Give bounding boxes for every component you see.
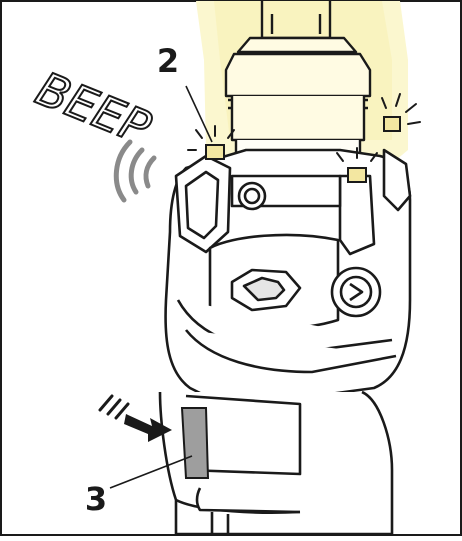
indicator-band xyxy=(182,408,208,478)
led-center xyxy=(348,168,366,182)
tool-body xyxy=(166,150,410,398)
led-right xyxy=(384,117,400,131)
led-left xyxy=(206,145,224,159)
callout-3-label: 3 xyxy=(85,480,107,518)
callout-2-label: 2 xyxy=(157,42,179,80)
